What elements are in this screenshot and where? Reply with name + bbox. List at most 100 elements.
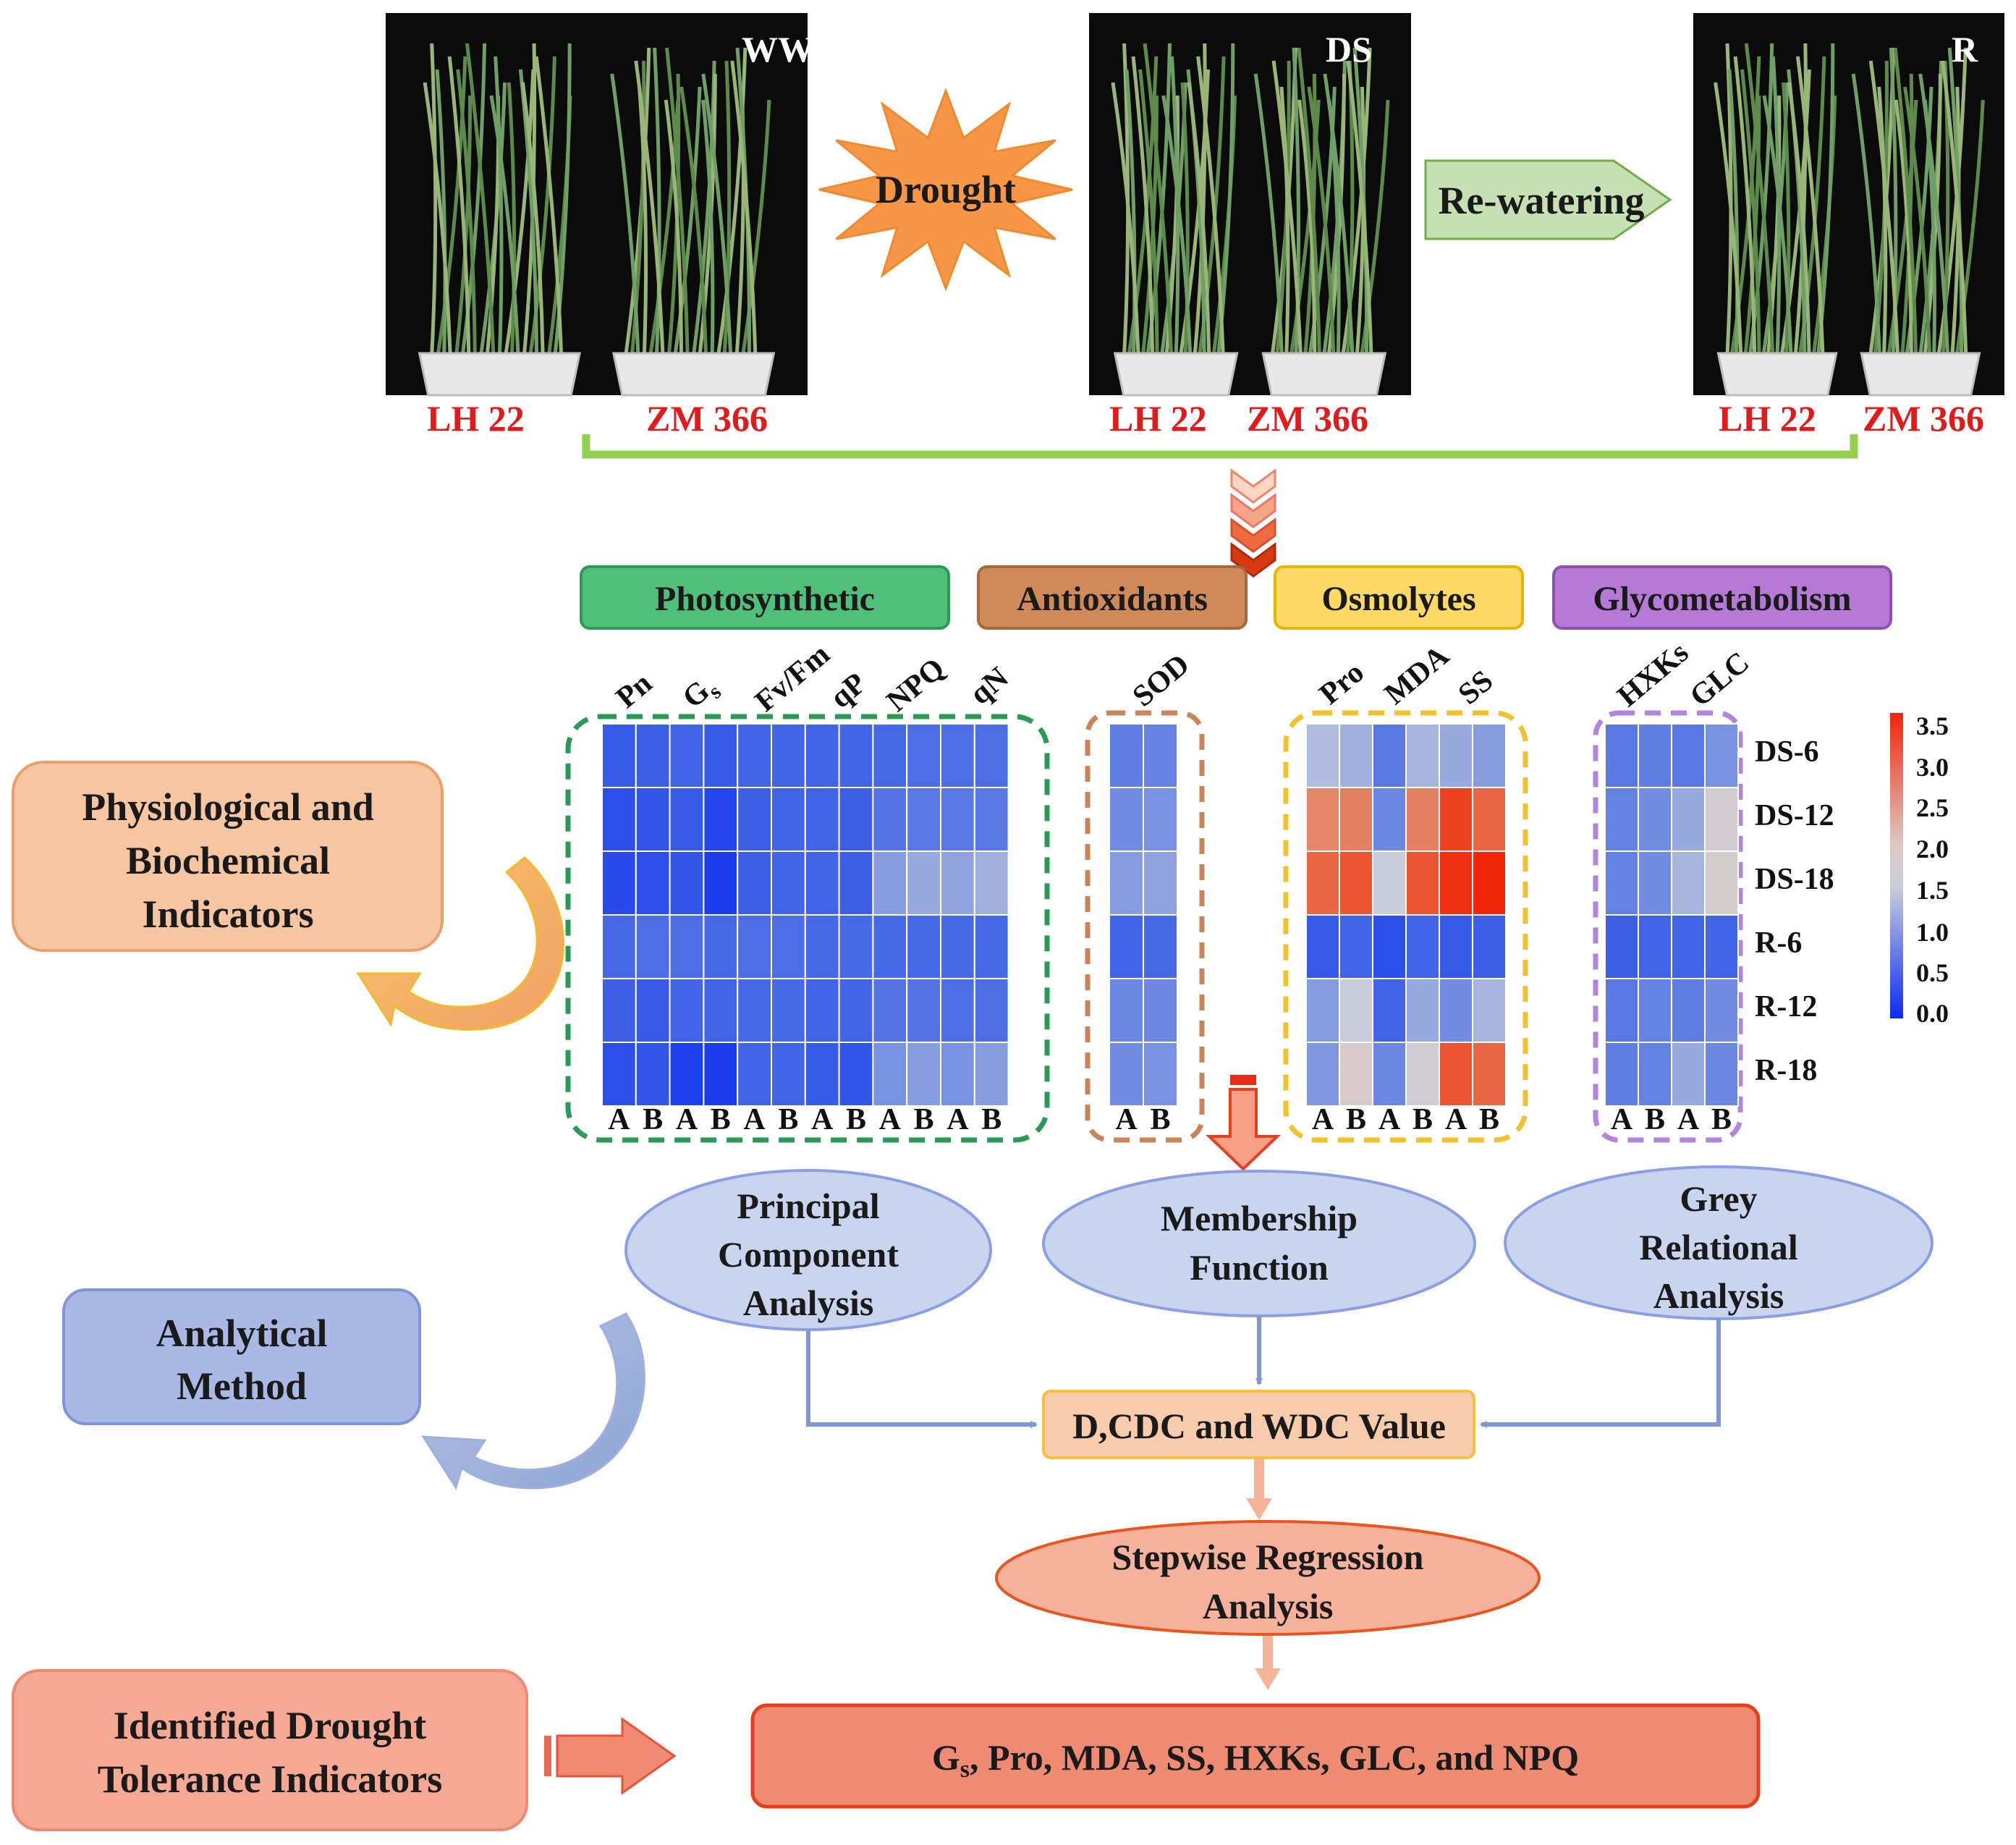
svg-text:Relational: Relational — [1639, 1227, 1798, 1267]
variety-r-b: ZM 366 — [1863, 398, 1984, 439]
plants-r — [1714, 43, 1985, 397]
frame-osmolytes — [1283, 710, 1528, 1143]
heatmap-cell — [1704, 787, 1739, 852]
svg-text:Analytical: Analytical — [156, 1312, 328, 1355]
variety-ww-a: LH 22 — [427, 398, 525, 439]
heatmap-cell — [1143, 723, 1178, 788]
heatmap-cell — [1604, 914, 1639, 979]
heatmap-cell — [601, 978, 637, 1043]
heatmap-cell — [1439, 978, 1473, 1043]
heatmap-cell — [906, 850, 941, 916]
heatmap-cell — [1704, 723, 1739, 788]
heatmap-cell — [1671, 787, 1706, 852]
heatmap-cell — [1405, 723, 1440, 788]
photo-ww: WW — [386, 13, 814, 397]
heatmap-cell — [1109, 723, 1144, 788]
heatmap-cell — [1372, 914, 1407, 979]
plant-stem — [507, 82, 517, 355]
heatmap-cell — [1109, 787, 1144, 852]
plant-stem — [1762, 95, 1793, 355]
heatmap-cell — [737, 723, 773, 788]
heatmap-cell — [703, 914, 739, 979]
category-glycometabolism: Glycometabolism — [1552, 565, 1892, 630]
plant-stem — [1941, 60, 1968, 355]
svg-text:Biochemical: Biochemical — [126, 839, 330, 882]
plants-ww — [418, 43, 776, 397]
heatmap-osmolytes — [1305, 723, 1507, 1107]
col-labels-osmolytes: Pro MDA SS — [1313, 639, 1499, 712]
svg-text:Function: Function — [1190, 1247, 1329, 1288]
heatmap-cell — [940, 1042, 975, 1107]
identified-box: Identified Drought Tolerance Indicators — [12, 1669, 528, 1831]
scale-tick: 1.0 — [1916, 918, 1949, 947]
plant-stem — [1868, 60, 1899, 355]
svg-text:Indicators: Indicators — [142, 892, 313, 936]
svg-text:Component: Component — [718, 1234, 899, 1275]
heatmap-cell — [1339, 850, 1373, 916]
heatmap-cell — [1305, 787, 1340, 852]
heatmap-cell — [601, 914, 637, 979]
col-label-hxks: HXKs — [1611, 636, 1695, 713]
scale-tick: 2.5 — [1916, 793, 1949, 822]
stage-bracket — [582, 434, 1858, 459]
heatmap-cell — [771, 1042, 806, 1107]
heatmap-cell — [1638, 787, 1672, 852]
red-down-arrow-icon — [1206, 1075, 1281, 1171]
heatmap-cell — [1671, 723, 1706, 788]
heatmap-cell — [1305, 914, 1340, 979]
stepwise-node: Stepwise Regression Analysis — [995, 1520, 1541, 1636]
stage-label-ww: WW — [742, 29, 814, 69]
heatmap-cell — [737, 850, 773, 916]
row-label: R-12 — [1755, 990, 1817, 1023]
ab-label: B — [1150, 1103, 1170, 1136]
heatmap-photosynthetic — [601, 723, 1009, 1107]
row-label: DS-12 — [1755, 799, 1834, 832]
heatmap-cell — [1305, 978, 1340, 1043]
photo-ds: DS — [1089, 13, 1411, 397]
heatmap-cell — [804, 787, 840, 852]
heatmap-cell — [771, 914, 806, 979]
col-label-sod: SOD — [1127, 648, 1196, 714]
heatmap-cell — [1339, 787, 1373, 852]
heatmap-cell — [1143, 850, 1178, 916]
svg-text:Gs: Gs — [677, 669, 726, 719]
heatmap-cell — [1372, 787, 1407, 852]
ab-label: A — [1445, 1103, 1467, 1136]
heatmap-cell — [1305, 850, 1340, 916]
heatmap-cell — [973, 723, 1009, 788]
ab-label: A — [743, 1103, 766, 1136]
heatmap-cell — [703, 723, 739, 788]
heatmap-cell — [804, 1042, 840, 1107]
rewatering-label: Re-watering — [1439, 179, 1645, 222]
heatmap-cell — [635, 914, 671, 979]
plant-stem — [701, 99, 715, 355]
plant-stem — [1161, 95, 1193, 355]
heatmap-cell — [771, 850, 806, 916]
svg-text:Analysis: Analysis — [1653, 1275, 1784, 1316]
plant-stem — [1740, 69, 1761, 355]
heatmap-cell — [973, 787, 1009, 852]
ab-label: B — [914, 1103, 934, 1136]
col-label-gs: Gs — [677, 669, 726, 719]
heatmap-cell — [1305, 1042, 1340, 1107]
heatmap-cell — [703, 850, 739, 916]
plant-stem — [610, 73, 640, 355]
heatmap-cell — [635, 787, 671, 852]
heatmap-cell — [771, 723, 806, 788]
stage-label-r: R — [1952, 29, 1978, 69]
heatmap-cell — [1339, 723, 1373, 788]
plant-stem — [730, 60, 758, 355]
analytical-box: Analytical Method — [62, 1288, 421, 1425]
plant-stem — [1253, 73, 1284, 355]
plant-stem — [1138, 69, 1159, 355]
plant-stem — [1793, 43, 1808, 355]
plant-stem — [456, 69, 477, 355]
heatmap-cell — [669, 914, 705, 979]
heatmap-cell — [973, 914, 1009, 979]
plant-stem — [1727, 69, 1740, 355]
scale-tick: 0.0 — [1916, 999, 1949, 1028]
plant-stem — [1851, 73, 1881, 355]
plant-stem — [435, 69, 447, 355]
heatmap-cell — [1704, 978, 1739, 1043]
